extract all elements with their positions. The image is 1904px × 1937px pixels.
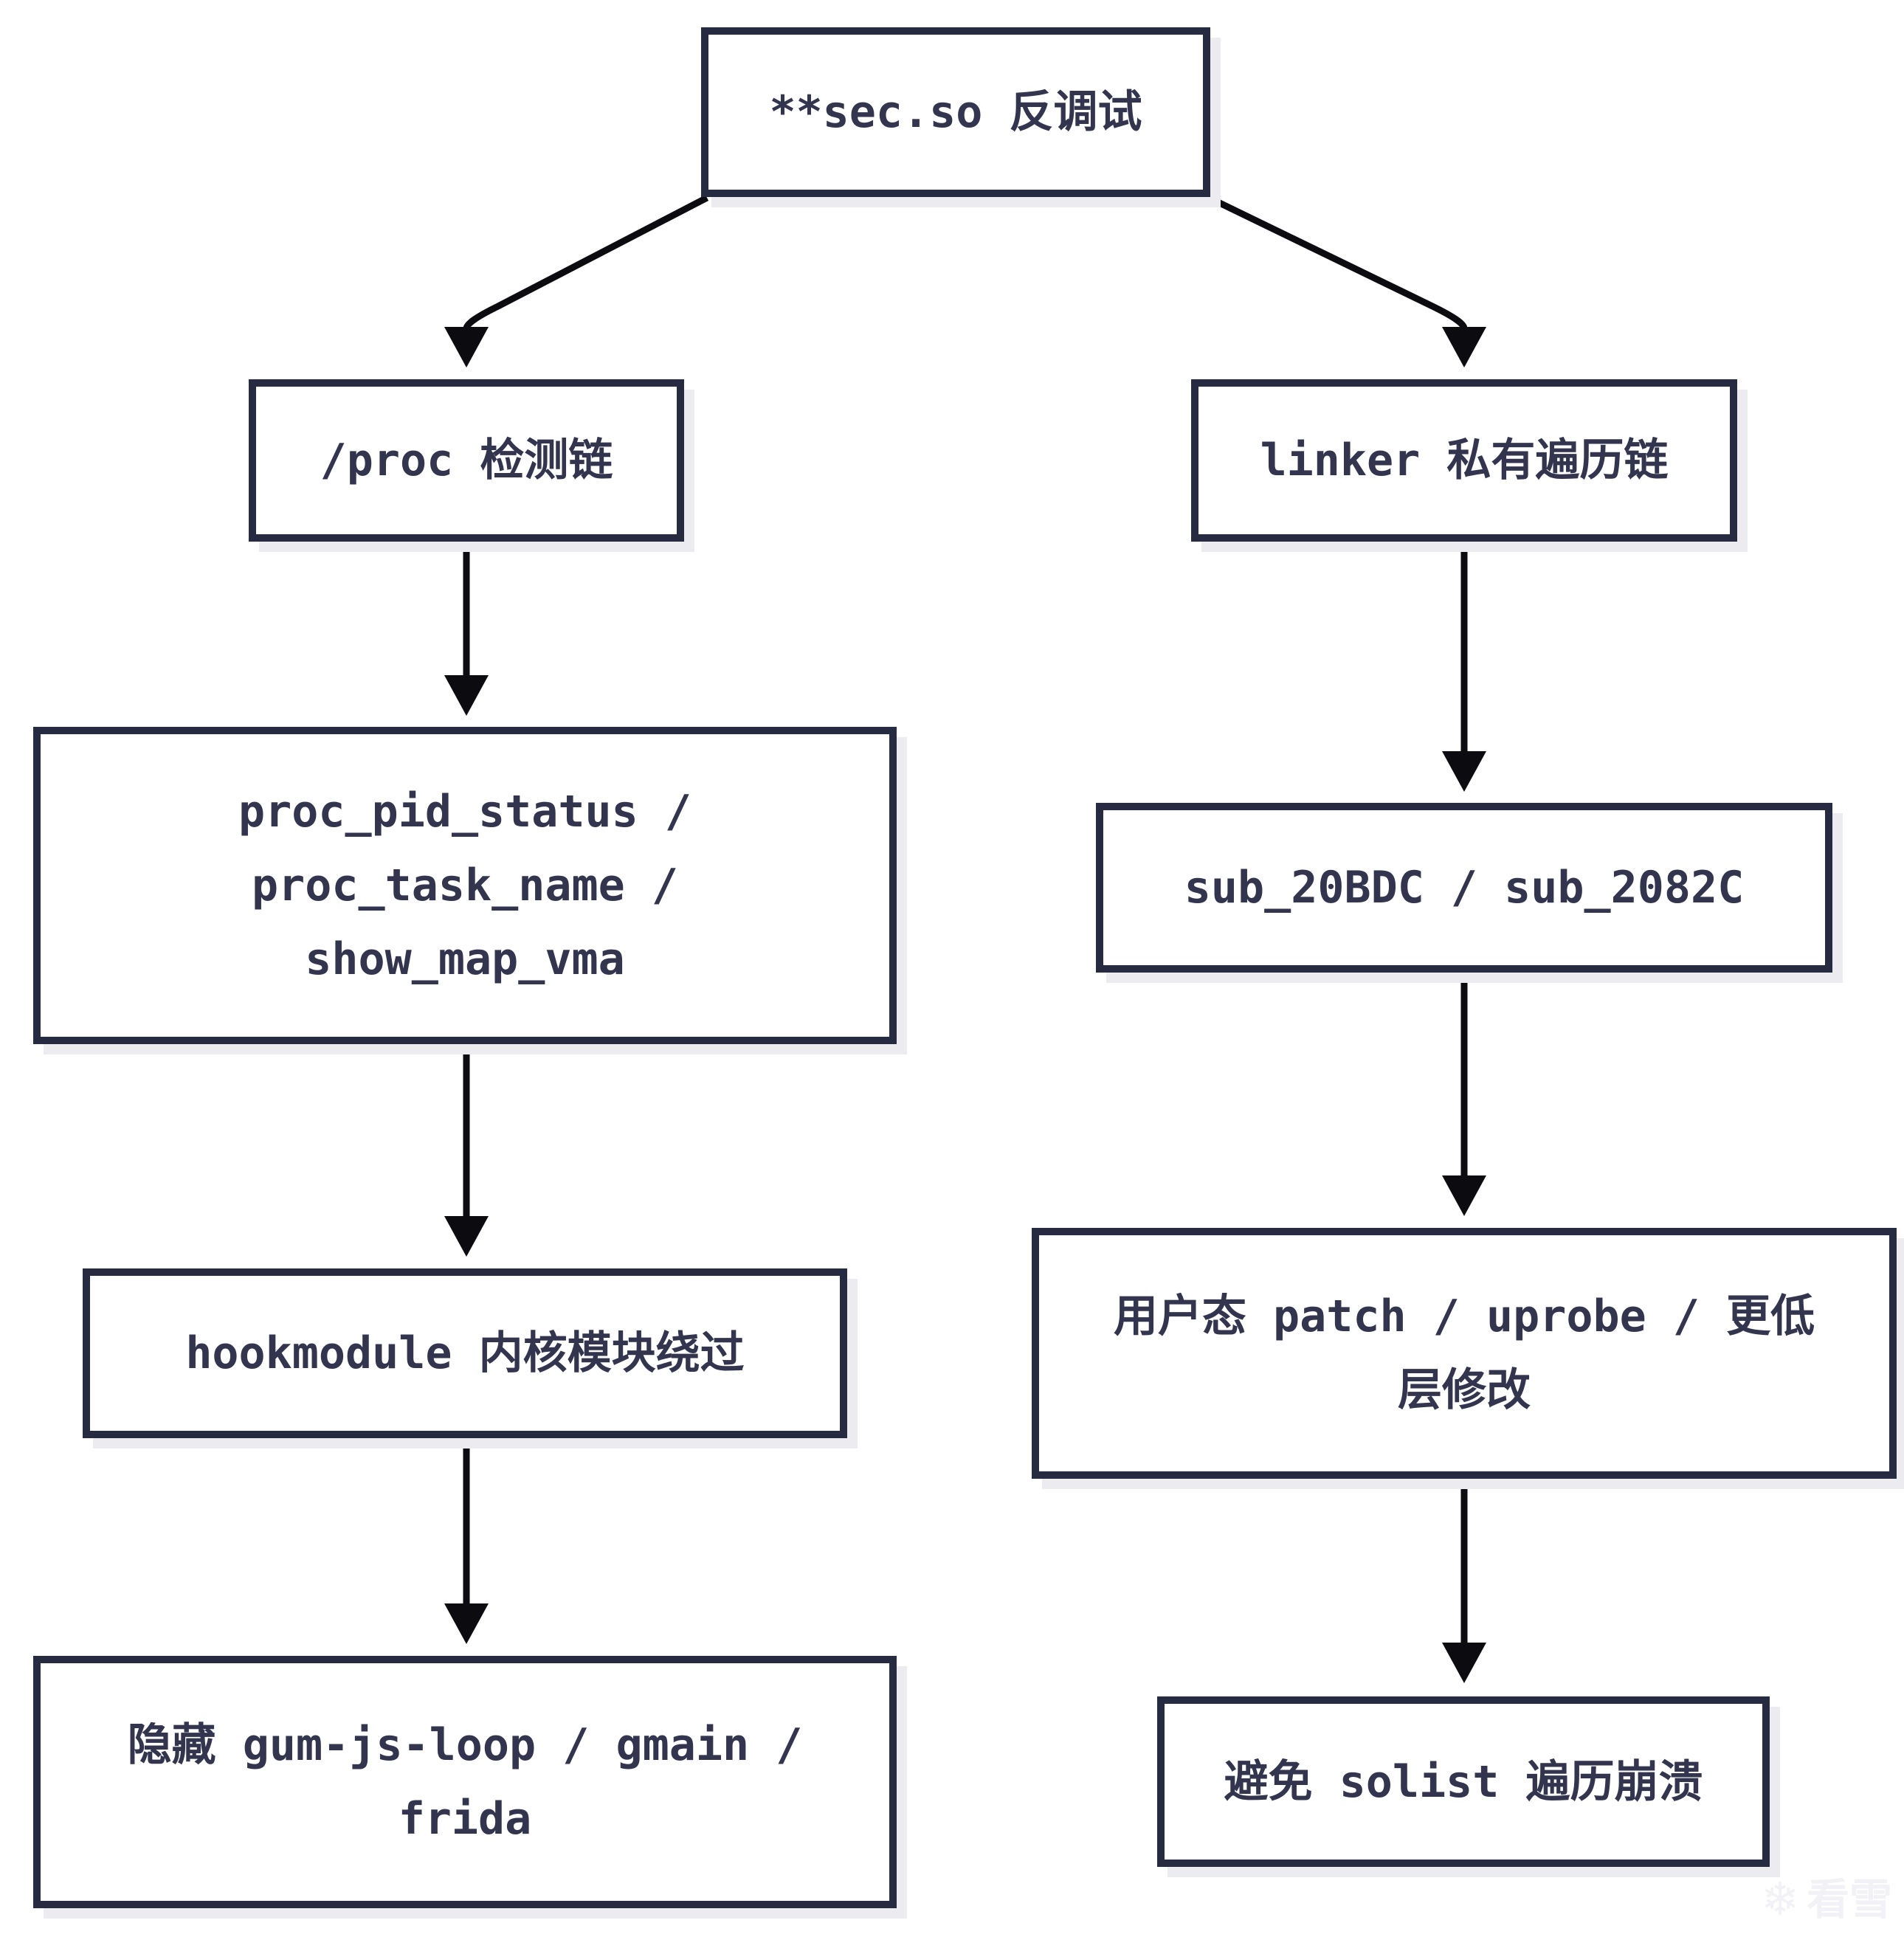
node-hookmodule-kernel-bypass: hookmodule 内核模块绕过 — [83, 1268, 847, 1438]
node-label-line: proc_pid_status / — [238, 786, 692, 838]
node-label: /proc 检测链 — [320, 435, 613, 486]
node-sub-functions: sub_20BDC / sub_2082C — [1096, 803, 1832, 973]
node-hide-frida-threads: 隐藏 gum-js-loop / gmain / frida — [33, 1656, 897, 1908]
kanxue-watermark: ❄ 看雪 — [1761, 1872, 1892, 1926]
edge-root-to-proc-chain — [444, 195, 709, 367]
edge-root-to-linker-chain — [1207, 194, 1486, 367]
node-label-line: 用户态 patch / uprobe / 更低 — [1113, 1291, 1815, 1342]
node-label: **sec.so 反调试 — [769, 86, 1142, 138]
node-userland-patch: 用户态 patch / uprobe / 更低 层修改 — [1032, 1228, 1897, 1479]
edge-proc-chain-to-proc-functions — [444, 542, 489, 716]
edge-sub-functions-to-userland-patch — [1442, 973, 1486, 1216]
snowflake-icon: ❄ — [1761, 1872, 1799, 1926]
node-label-line: frida — [398, 1793, 532, 1845]
edge-linker-chain-to-sub-functions — [1442, 542, 1486, 792]
node-label: linker 私有遍历链 — [1260, 435, 1669, 486]
node-label: 避免 solist 遍历崩溃 — [1224, 1755, 1703, 1808]
node-proc-functions: proc_pid_status / proc_task_name / show_… — [33, 727, 897, 1044]
edge-userland-patch-to-solist — [1442, 1478, 1486, 1683]
node-label: sub_20BDC / sub_2082C — [1184, 862, 1745, 914]
edge-proc-functions-to-hookmodule — [444, 1044, 489, 1257]
edge-hookmodule-to-hide-frida — [444, 1438, 489, 1644]
node-proc-detect-chain: /proc 检测链 — [249, 379, 684, 542]
node-label: hookmodule 内核模块绕过 — [185, 1327, 745, 1379]
node-avoid-solist-crash: 避免 solist 遍历崩溃 — [1157, 1696, 1770, 1867]
node-label-line: show_map_vma — [305, 933, 625, 985]
node-label-line: 隐藏 gum-js-loop / gmain / — [127, 1719, 803, 1771]
node-linker-private-chain: linker 私有遍历链 — [1191, 379, 1737, 542]
node-label-line: proc_task_name / — [252, 860, 678, 911]
watermark-text: 看雪 — [1806, 1874, 1892, 1924]
node-root-sec-so-antidebug: **sec.so 反调试 — [701, 27, 1210, 197]
node-label-line: 层修改 — [1398, 1364, 1531, 1416]
